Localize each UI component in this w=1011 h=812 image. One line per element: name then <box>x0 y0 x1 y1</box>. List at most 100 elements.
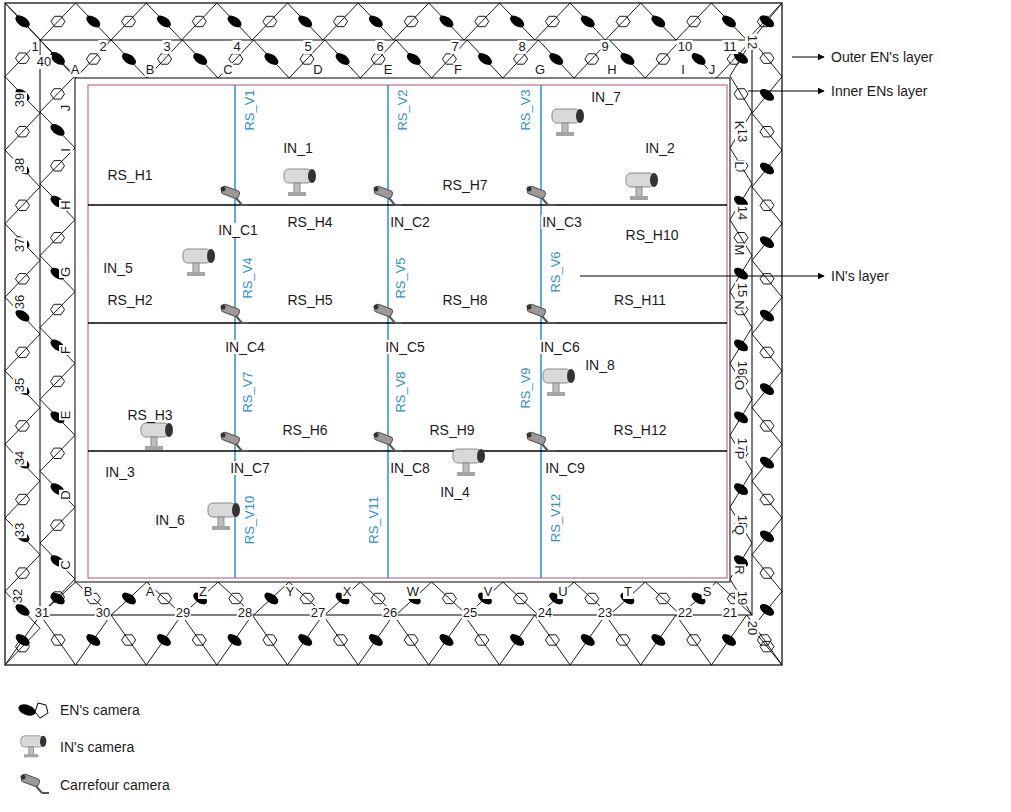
en-camera-body <box>758 307 776 324</box>
en-camera-outline <box>760 127 774 137</box>
camera-letter: H <box>606 63 617 77</box>
en-camera-outline <box>51 16 65 26</box>
en-camera-body <box>579 13 597 30</box>
en-camera-outline <box>16 641 30 651</box>
camera-letter: L <box>732 160 746 169</box>
camera-number: 30 <box>95 606 111 620</box>
camera-label: IN_C5 <box>384 340 426 354</box>
camera-letter: G <box>59 266 73 278</box>
camera-letter: D <box>59 489 73 500</box>
camera-number: 9 <box>600 40 609 54</box>
camera-letter: J <box>708 63 717 77</box>
legend-text: Carrefour camera <box>60 777 170 793</box>
en-camera-outline <box>51 89 65 99</box>
in-layer-area <box>88 85 727 578</box>
en-camera-body <box>225 13 243 30</box>
camera-letter: Y <box>285 585 296 599</box>
en-camera-outline <box>158 593 172 603</box>
en-camera-outline <box>404 16 418 26</box>
camera-letter: V <box>483 585 494 599</box>
en-camera-outline <box>51 304 65 314</box>
camera-number: 40 <box>36 55 52 69</box>
en-camera-body <box>296 632 314 649</box>
camera-label: IN_C3 <box>541 215 583 229</box>
legend-text: EN's camera <box>60 702 140 718</box>
en-camera-outline <box>514 593 528 603</box>
camera-letter: C <box>222 63 233 77</box>
en-camera-outline <box>16 494 30 504</box>
camera-letter: N <box>732 299 746 310</box>
en-camera-body <box>758 13 776 30</box>
camera-number: 36 <box>13 294 27 310</box>
en-camera-body <box>758 528 776 545</box>
en-camera-body <box>14 13 32 30</box>
en-camera-outline <box>442 593 456 603</box>
road-segment-label: RS_H2 <box>106 293 153 307</box>
en-camera-outline <box>16 568 30 578</box>
road-segment-label: RS_H4 <box>286 215 333 229</box>
en-camera-body <box>579 632 597 649</box>
legend-text: IN's camera <box>60 739 134 755</box>
camera-number: 23 <box>597 606 613 620</box>
layer-annotation: Inner ENs layer <box>830 84 928 98</box>
en-camera-body <box>405 51 423 68</box>
road-segment-label: RS_H8 <box>441 293 488 307</box>
en-camera-outline <box>475 16 489 26</box>
en-camera-body <box>758 381 776 398</box>
en-camera-outline <box>51 592 65 602</box>
en-camera-body <box>262 590 280 607</box>
camera-number: 37 <box>13 237 27 253</box>
camera-letter: K <box>732 120 746 131</box>
en-camera-outline <box>760 568 774 578</box>
en-camera-outline <box>51 448 65 458</box>
road-segment-label: RS_H12 <box>613 423 668 437</box>
road-segment-label: RS_V1 <box>243 88 257 131</box>
zigzag <box>5 615 782 665</box>
camera-number: 29 <box>175 606 191 620</box>
camera-number: 3 <box>162 40 171 54</box>
zigzag <box>752 3 782 665</box>
camera-number: 33 <box>13 522 27 538</box>
road-segment-label: RS_V6 <box>549 250 563 293</box>
en-camera-outline <box>51 520 65 530</box>
en-camera-outline <box>16 274 30 284</box>
camera-letter: R <box>732 564 746 575</box>
camera-letter: E <box>383 63 394 77</box>
camera-number: 11 <box>722 40 738 54</box>
road-segment-label: RS_H10 <box>625 228 680 242</box>
en-camera-outline <box>16 127 30 137</box>
camera-number: 2 <box>98 40 107 54</box>
en-camera-outline <box>545 635 559 645</box>
camera-number: 12 <box>745 34 759 50</box>
en-camera-body <box>649 632 667 649</box>
road-segment-label: RS_H1 <box>106 168 153 182</box>
en-camera-body <box>732 337 750 354</box>
camera-number: 21 <box>722 606 738 620</box>
camera-letter: X <box>342 585 353 599</box>
camera-number: 5 <box>303 40 312 54</box>
camera-letter: B <box>145 63 156 77</box>
en-camera-outline <box>16 421 30 431</box>
en-camera-outline <box>122 16 136 26</box>
en-camera-body <box>13 13 31 30</box>
road-segment-label: RS_H9 <box>428 423 475 437</box>
en-camera-body <box>649 13 667 30</box>
en-camera-outline <box>687 635 701 645</box>
en-camera-body <box>367 632 385 649</box>
en-camera-outline <box>334 16 348 26</box>
camera-number: 32 <box>11 588 25 604</box>
en-camera-outline <box>760 494 774 504</box>
camera-label: IN_4 <box>439 485 471 499</box>
en-camera-outline <box>760 421 774 431</box>
en-camera-body <box>508 13 526 30</box>
en-camera-body <box>49 590 67 607</box>
en-camera-outline <box>687 16 701 26</box>
outer-frame <box>5 3 782 665</box>
camera-letter: A <box>145 585 156 599</box>
camera-letter: S <box>702 585 713 599</box>
camera-letter: P <box>732 450 746 461</box>
camera-letter: H <box>59 199 73 210</box>
camera-label: IN_C9 <box>544 461 586 475</box>
camera-letter: C <box>59 559 73 570</box>
